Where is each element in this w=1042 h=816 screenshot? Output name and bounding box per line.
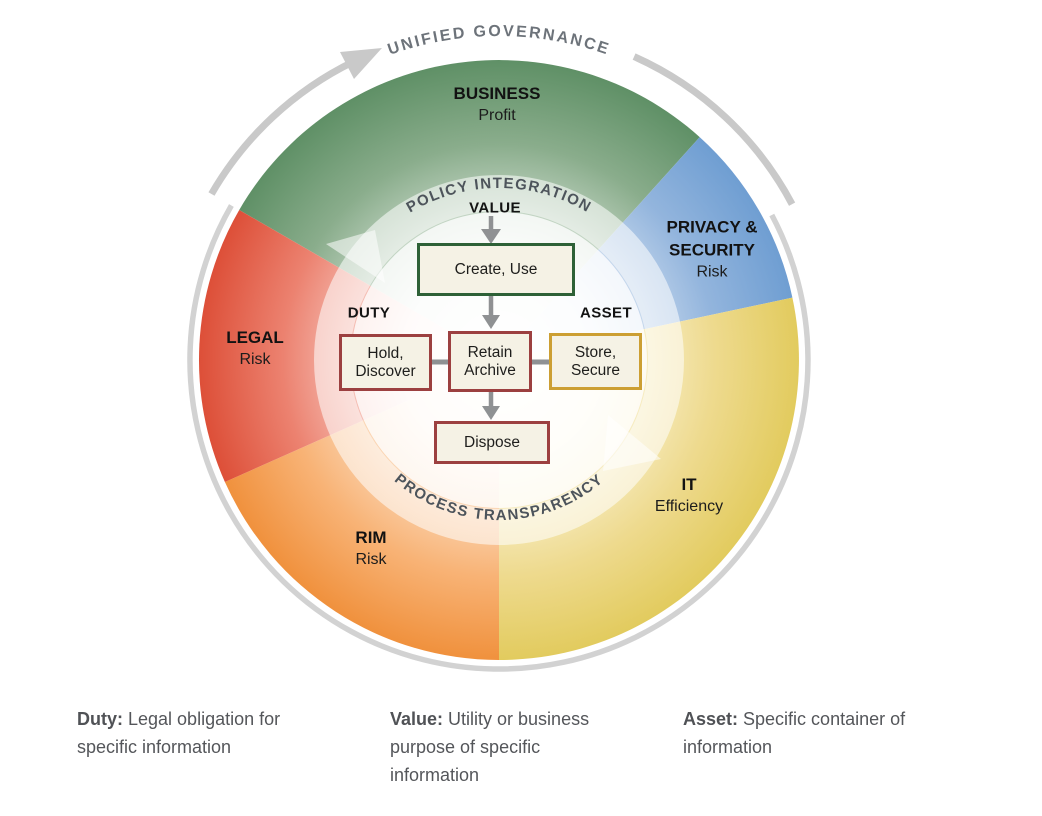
dispose-box: Dispose [434, 421, 550, 464]
governance-arrow-arc-right [632, 53, 796, 206]
store-secure-box: Store, Secure [549, 333, 642, 390]
legal-label: LEGAL Risk [226, 327, 284, 371]
outer-ring-arc [187, 204, 811, 672]
governance-arrow-arc-left [208, 58, 356, 196]
legal-descriptor: Risk [239, 351, 271, 369]
privacy-security-descriptor: Risk [696, 263, 728, 281]
rim-label: RIM Risk [355, 527, 386, 571]
outer-arc-caption: UNIFIED GOVERNANCE [386, 23, 613, 59]
governance-arrowhead-icon [340, 48, 382, 79]
create-use-box: Create, Use [417, 243, 575, 296]
duty-definition-text: Legal obligation for specific informatio… [77, 709, 281, 757]
band-arrowhead-right-icon [603, 415, 661, 471]
hold-discover-box-label: Hold, Discover [355, 345, 416, 380]
privacy-security-label: PRIVACY & SECURITY Risk [654, 217, 770, 284]
business-descriptor: Profit [478, 107, 516, 125]
retain-archive-box-label: Retain Archive [464, 344, 516, 379]
value-definition-term: Value: [390, 709, 444, 729]
asset-definition: Asset: Specific container of information [683, 706, 951, 762]
it-descriptor: Efficiency [654, 498, 724, 516]
business-name: BUSINESS [453, 84, 541, 104]
store-secure-box-label: Store, Secure [570, 344, 621, 379]
dispose-box-label: Dispose [464, 433, 520, 451]
legal-name: LEGAL [226, 328, 284, 348]
arrowhead-into-retain-icon [482, 315, 500, 329]
arrowhead-into-dispose-icon [482, 406, 500, 420]
arrowhead-into-create-icon [481, 229, 501, 244]
rim-name: RIM [355, 528, 387, 548]
duty-definition: Duty: Legal obligation for specific info… [77, 706, 329, 762]
rim-descriptor: Risk [355, 551, 387, 569]
asset-label: ASSET [579, 304, 633, 322]
igrm-circle-graphic: UNIFIED GOVERNANCE POLICY INTEGRATION PR… [187, 23, 811, 672]
it-name: IT [681, 475, 697, 495]
retain-archive-box: Retain Archive [448, 331, 532, 392]
it-label: IT Efficiency [655, 474, 723, 518]
duty-definition-term: Duty: [77, 709, 123, 729]
value-label: VALUE [469, 199, 521, 217]
outer-arc-caption-text: UNIFIED GOVERNANCE [386, 23, 611, 59]
band-arrowhead-left-icon [326, 230, 385, 283]
value-definition: Value: Utility or business purpose of sp… [390, 706, 608, 790]
privacy-security-name: PRIVACY & SECURITY [666, 217, 758, 260]
create-use-box-label: Create, Use [454, 260, 538, 278]
hold-discover-box: Hold, Discover [339, 334, 432, 391]
duty-label: DUTY [347, 304, 391, 322]
asset-definition-term: Asset: [683, 709, 739, 729]
policy-band-ring [314, 175, 684, 545]
value-definition-text: Utility or business purpose of specific … [390, 709, 590, 785]
business-label: BUSINESS Profit [454, 83, 541, 127]
asset-definition-text: Specific container of information [683, 709, 906, 757]
